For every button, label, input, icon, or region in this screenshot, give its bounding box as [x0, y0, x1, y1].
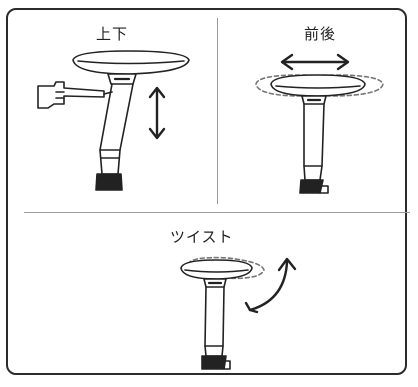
front-back-arrow-icon [280, 53, 350, 71]
horizontal-divider [24, 212, 410, 213]
up-down-label: 上下 [96, 25, 129, 43]
front-back-label: 前後 [304, 25, 337, 43]
vertical-divider [217, 18, 218, 204]
front-back-armrest-icon [255, 74, 384, 194]
up-down-armrest-icon [72, 50, 190, 191]
up-down-arrow-icon [148, 86, 166, 140]
illustration-panel [6, 8, 407, 375]
twist-armrest-icon [180, 256, 265, 370]
twist-label: ツイスト [170, 228, 234, 246]
twist-arrow-icon [244, 257, 297, 314]
pointing-hand-icon [37, 81, 113, 109]
